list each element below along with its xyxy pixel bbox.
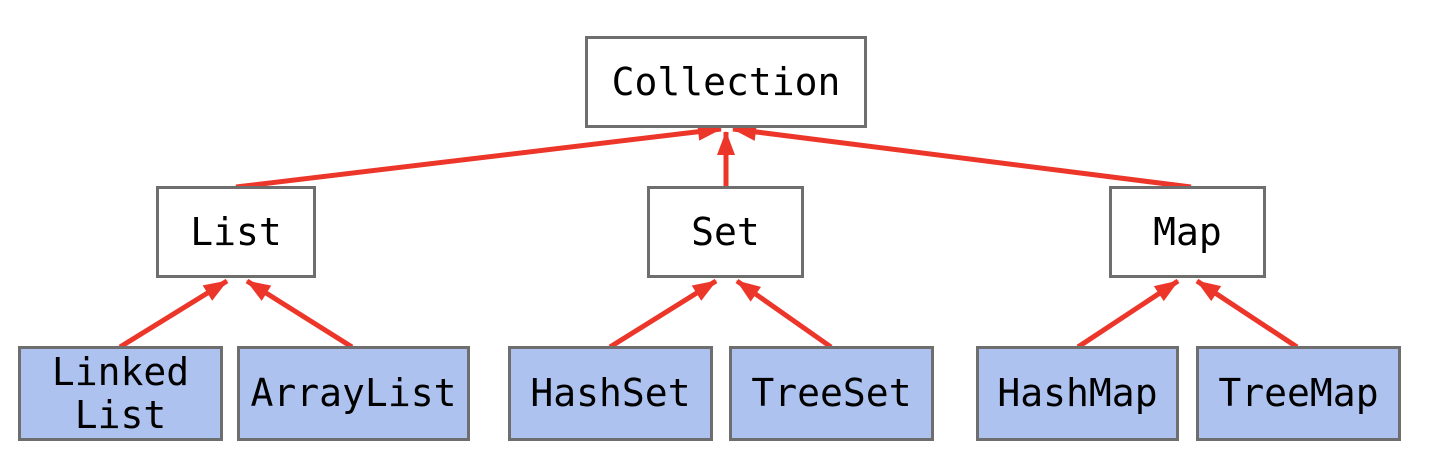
node-label-line1: Linked [51, 349, 190, 394]
node-label: HashMap [997, 371, 1158, 416]
node-label: HashSet [530, 371, 691, 416]
edge-arraylist-to-list [245, 278, 354, 350]
node-label: Collection [611, 59, 841, 104]
edge-hashmap-to-map [1076, 278, 1180, 350]
node-treemap: TreeMap [1196, 346, 1401, 441]
node-label: Map [1153, 209, 1222, 254]
node-label: TreeSet [751, 371, 912, 416]
node-map: Map [1109, 186, 1266, 278]
edge-treeset-to-set [735, 278, 833, 350]
edge-treemap-to-map [1195, 278, 1299, 350]
node-linked-list: Linked List [18, 346, 223, 441]
node-label: TreeMap [1218, 371, 1379, 416]
node-treeset: TreeSet [729, 346, 934, 441]
node-hashset: HashSet [508, 346, 713, 441]
node-label-line2: List [74, 392, 167, 437]
edge-map-to-collection [732, 122, 1192, 190]
edge-hashset-to-set [608, 278, 718, 350]
node-hashmap: HashMap [976, 346, 1179, 441]
node-list: List [156, 186, 316, 278]
node-collection: Collection [585, 36, 867, 128]
edge-linkedlist-to-list [118, 278, 229, 350]
edge-list-to-collection [235, 122, 722, 190]
node-label: List [190, 209, 282, 254]
node-set: Set [647, 186, 804, 278]
node-label: ArrayList [250, 371, 457, 416]
node-label: Set [691, 209, 760, 254]
node-arraylist: ArrayList [237, 346, 470, 441]
